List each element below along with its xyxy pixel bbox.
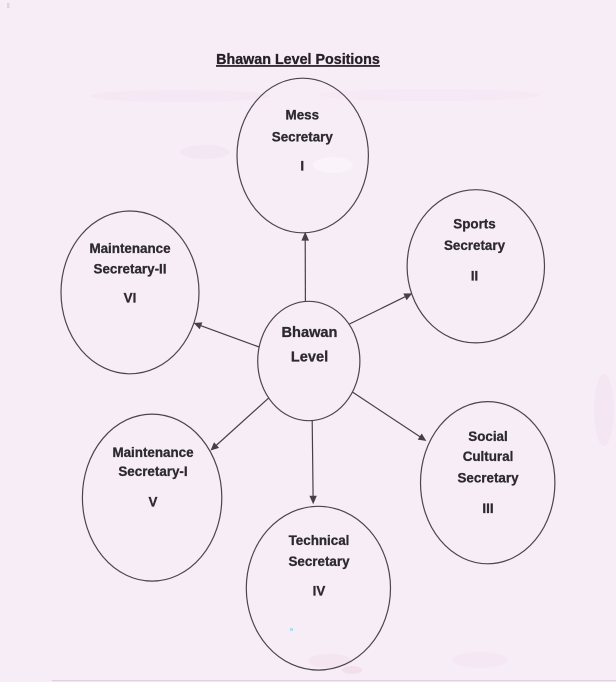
- svg-text:Mess: Mess: [286, 108, 320, 123]
- svg-text:Technical: Technical: [289, 533, 350, 548]
- svg-text:Secretary: Secretary: [272, 130, 334, 145]
- svg-text:II: II: [471, 269, 478, 284]
- svg-text:I: I: [300, 159, 304, 174]
- svg-text:Bhawan Level Positions: Bhawan Level Positions: [216, 52, 380, 68]
- svg-text:Maintenance: Maintenance: [112, 445, 193, 460]
- svg-text:V: V: [149, 495, 158, 510]
- svg-text:Cultural: Cultural: [463, 449, 514, 464]
- svg-text:Secretary: Secretary: [457, 470, 519, 485]
- svg-text:Sports: Sports: [453, 216, 495, 231]
- svg-text:Secretary-II: Secretary-II: [94, 262, 167, 277]
- svg-text:IV: IV: [313, 584, 326, 599]
- svg-text:Maintenance: Maintenance: [89, 241, 170, 256]
- svg-text:Level: Level: [291, 350, 328, 366]
- svg-text:Secretary-I: Secretary-I: [118, 464, 187, 479]
- svg-text:Secretary: Secretary: [444, 238, 506, 253]
- svg-text:Social: Social: [468, 429, 507, 444]
- svg-text:III: III: [482, 501, 493, 516]
- svg-text:Bhawan: Bhawan: [282, 325, 338, 341]
- svg-text:VI: VI: [124, 291, 137, 306]
- svg-text:Secretary: Secretary: [288, 554, 350, 569]
